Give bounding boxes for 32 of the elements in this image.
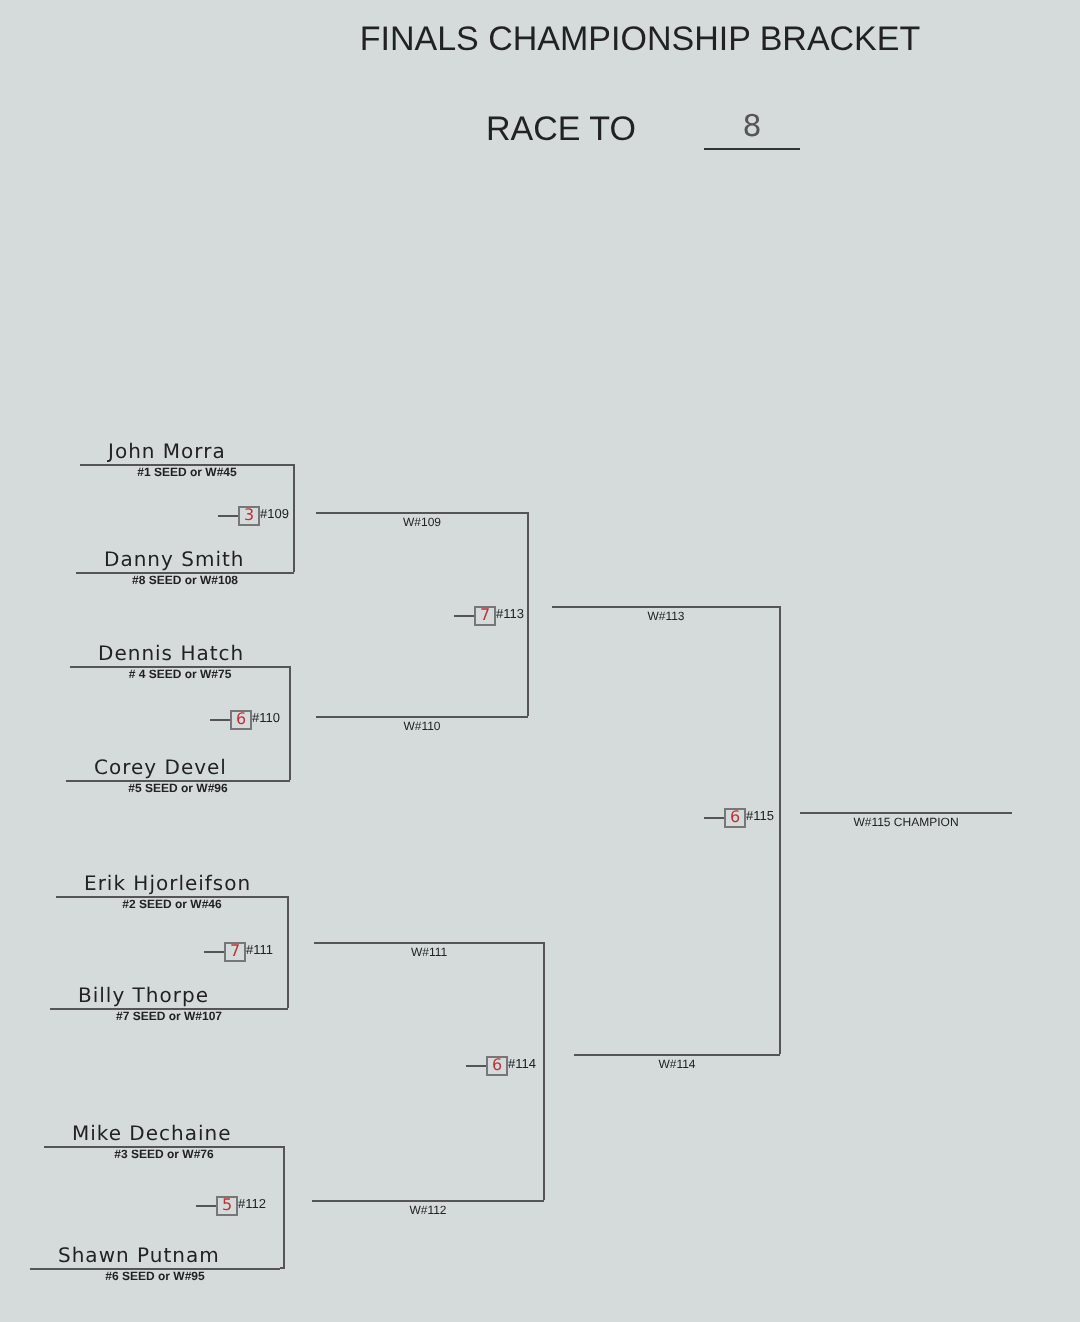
bracket-line <box>779 605 781 1055</box>
score-box: 6 <box>230 710 252 730</box>
bracket-title: FINALS CHAMPIONSHIP BRACKET <box>357 20 923 60</box>
stub-line <box>195 1205 217 1207</box>
bracket-line <box>279 1145 285 1269</box>
score-box: 7 <box>474 606 496 626</box>
bracket-line <box>289 665 291 781</box>
race-to-label: RACE TO <box>486 110 636 150</box>
score-box: 6 <box>724 808 746 828</box>
stub-line <box>217 515 239 517</box>
fill-in-line: 8 <box>704 108 800 150</box>
score-box: 6 <box>486 1056 508 1076</box>
bracket-line <box>287 895 289 1009</box>
stub-line <box>209 719 231 721</box>
handwritten-name: Dennis Hatch <box>98 644 245 666</box>
handwritten-name: Mike Dechaine <box>72 1124 232 1146</box>
stub-line <box>465 1065 487 1067</box>
stub-line <box>453 615 475 617</box>
stub-line <box>203 951 225 953</box>
handwritten-name: Erik Hjorleifson <box>84 874 252 896</box>
score-box: 3 <box>238 506 260 526</box>
bracket-line <box>543 941 545 1201</box>
bracket-line <box>527 511 529 717</box>
score-box: 7 <box>224 942 246 962</box>
handwritten-name: Danny Smith <box>104 550 245 572</box>
stub-line <box>703 817 725 819</box>
handwritten-name: Corey Devel <box>94 758 227 780</box>
score-box: 5 <box>216 1196 238 1216</box>
handwritten-name: Shawn Putnam <box>58 1246 220 1268</box>
handwritten-name: Billy Thorpe <box>78 986 209 1008</box>
handwritten-name: John Morra <box>108 442 226 464</box>
bracket-line <box>293 463 295 573</box>
